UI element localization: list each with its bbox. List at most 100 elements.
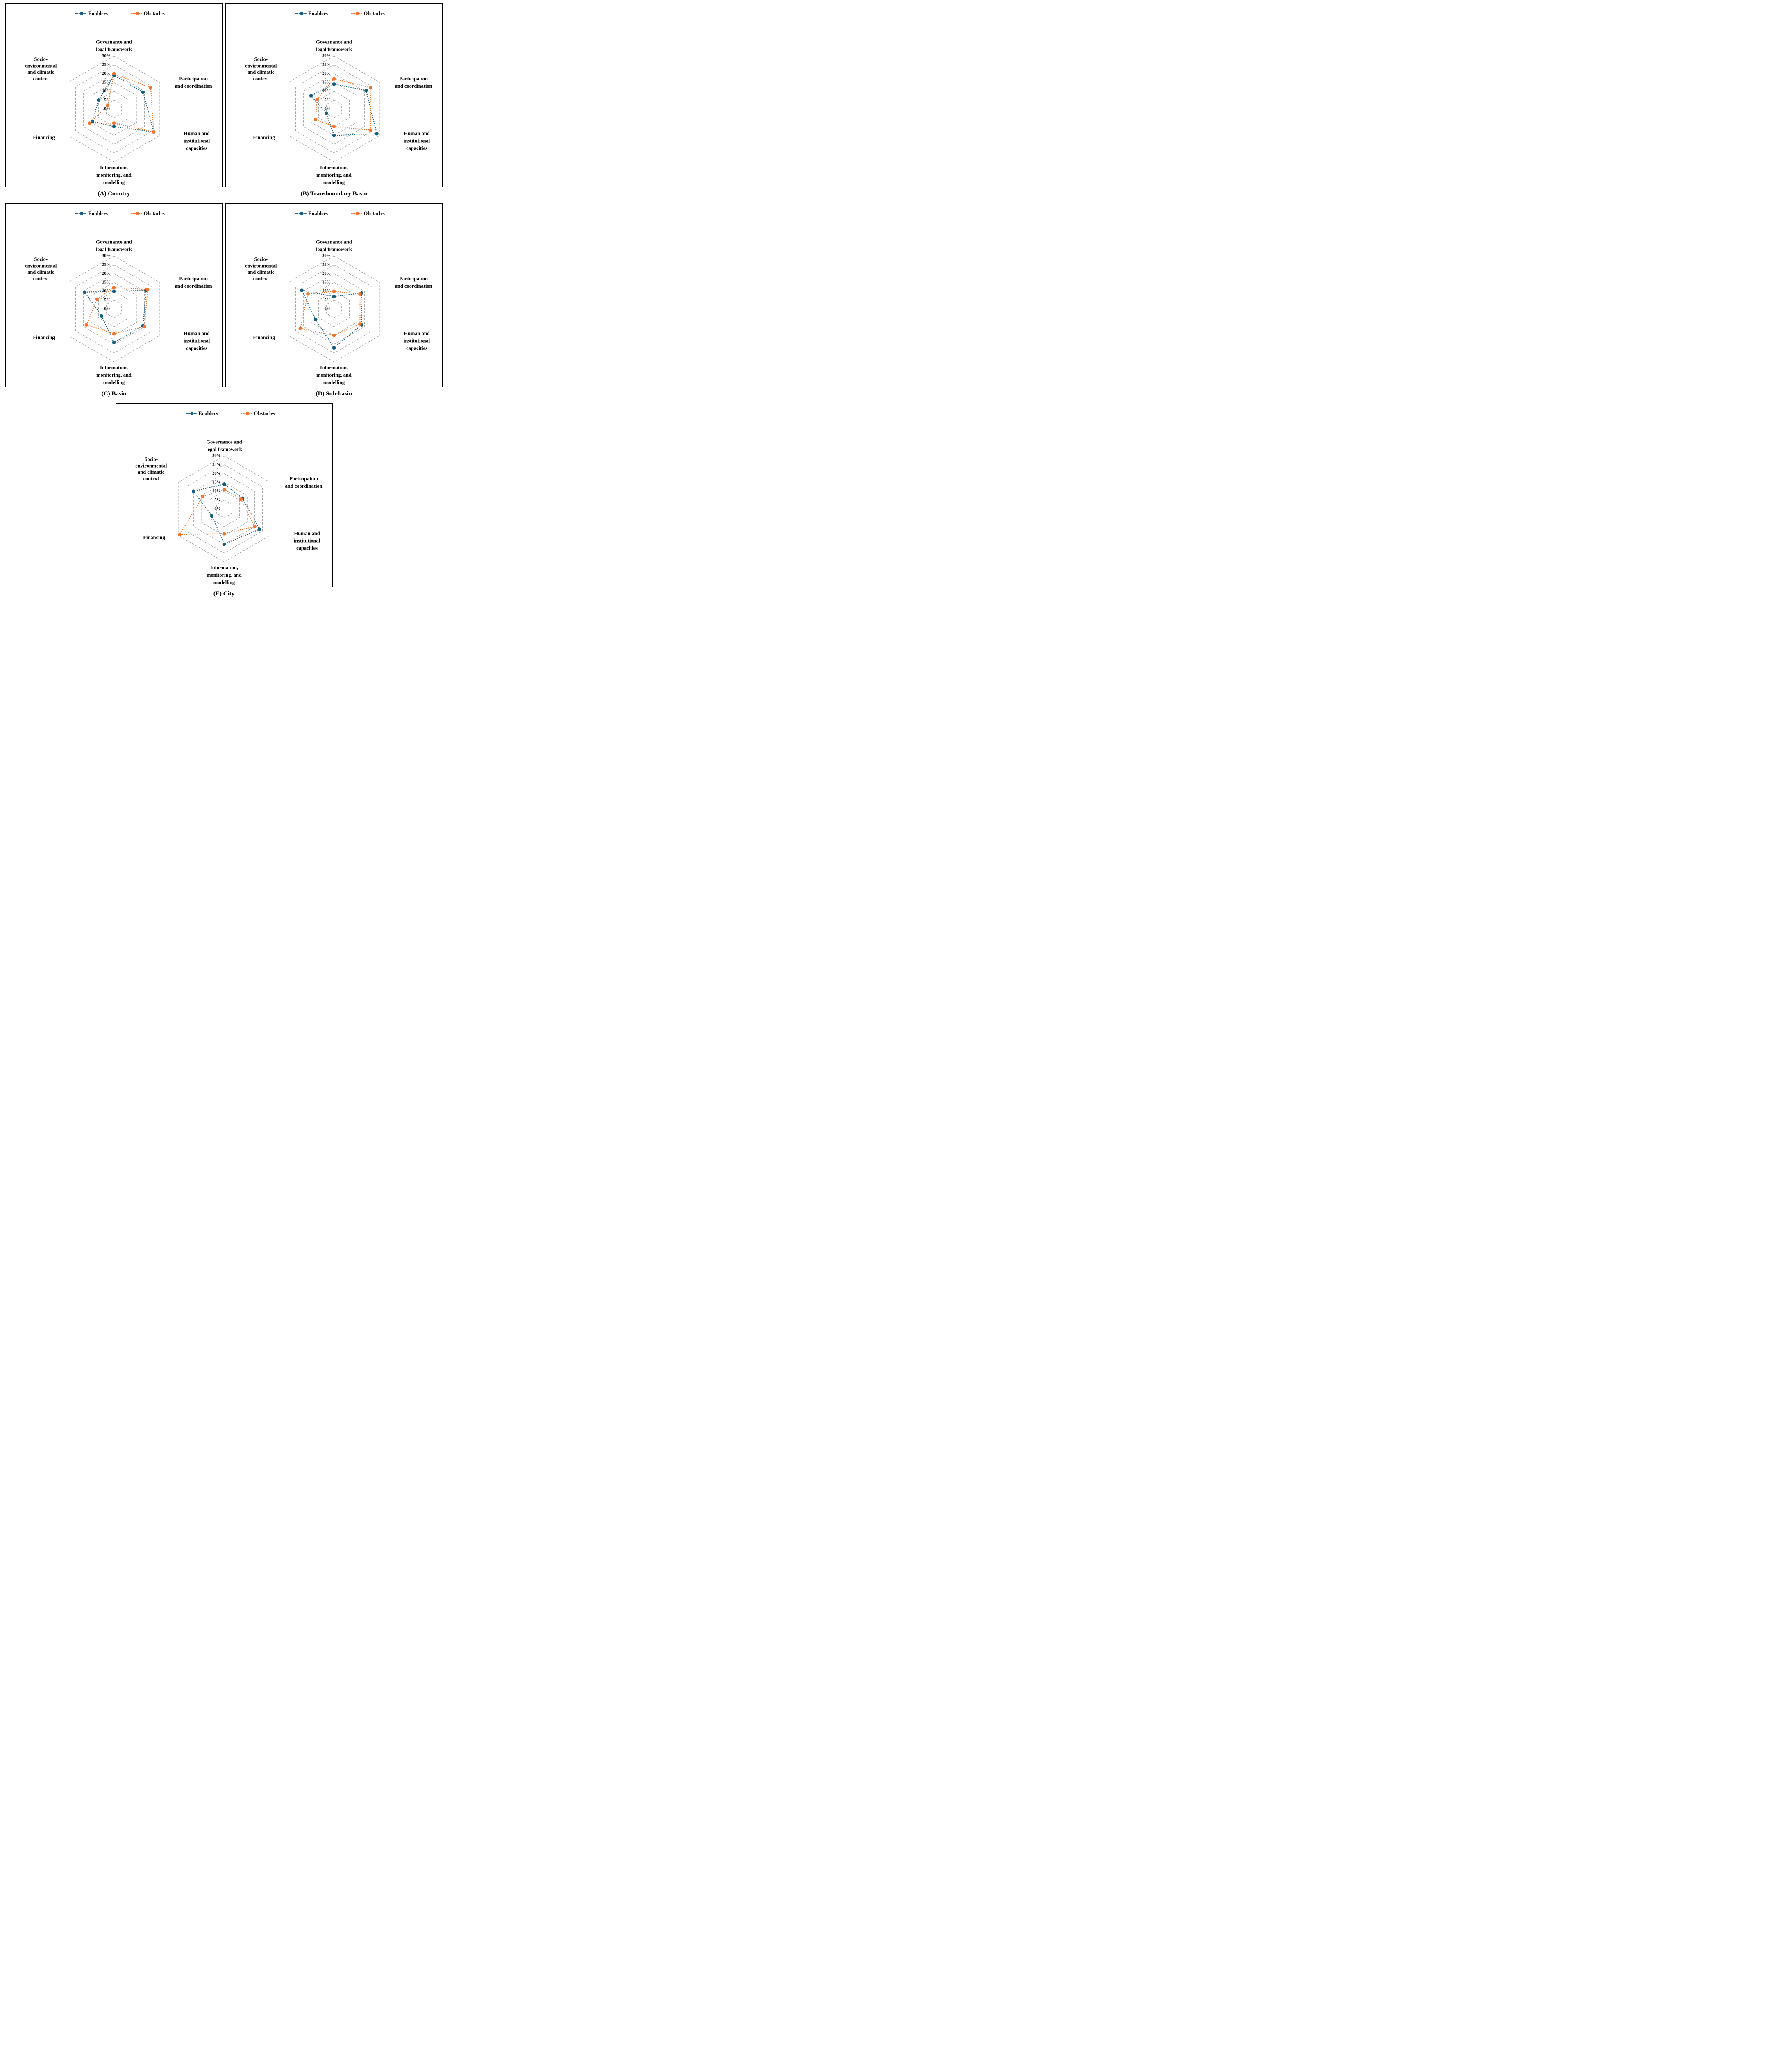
radar-ring (295, 64, 372, 154)
legend-label: Enablers (198, 411, 218, 416)
data-point-enablers (112, 341, 116, 345)
legend-marker-icon (190, 411, 194, 416)
axis-label: modelling (323, 179, 345, 185)
row-3-captions: (E) City (0, 588, 448, 600)
radar-ring (216, 500, 232, 518)
tick-label: 20% (322, 271, 331, 276)
legend-dot-icon (303, 13, 305, 14)
radar-ring (106, 300, 122, 318)
axis-label: Participation (179, 76, 208, 82)
tick-label: 15% (102, 280, 111, 285)
axis-label: Socio- (34, 56, 48, 62)
data-point-obstacles (306, 292, 310, 296)
data-point-obstacles (332, 125, 336, 129)
axis-label: modelling (323, 379, 345, 385)
axis-label: capacities (186, 345, 207, 351)
legend-dot-icon (195, 413, 197, 414)
axis-label: Participation (399, 276, 428, 282)
radar-ring (68, 255, 160, 362)
axis-label: Governance and (316, 239, 352, 245)
legend-dot-icon (132, 13, 134, 14)
axis-label: Human and (184, 131, 209, 136)
legend-item-obstacles: Obstacles (241, 411, 275, 416)
tick-label: 5% (324, 298, 331, 302)
data-point-obstacles (222, 488, 226, 491)
legend-item-enablers: Enablers (75, 211, 108, 216)
legend-dot-icon (185, 413, 187, 414)
axis-label: monitoring, and (96, 372, 132, 378)
legend-dot-icon (77, 213, 78, 214)
tick-label: 10% (102, 289, 111, 293)
axis-label: capacities (406, 345, 427, 351)
axis-label: environmental (245, 263, 277, 268)
tick-label: 20% (212, 471, 221, 476)
caption-country: (A) Country (98, 191, 130, 197)
radar-ring (185, 464, 263, 554)
data-point-obstacles (298, 327, 302, 330)
legend-dot-icon (241, 413, 242, 414)
axis-label: Information, (320, 165, 348, 170)
legend-dot-icon (134, 13, 136, 14)
axis-label: environmental (245, 63, 277, 68)
tick-label: 30% (102, 254, 111, 258)
axis-label: legal framework (96, 246, 132, 252)
legend-label: Enablers (308, 211, 328, 216)
tick-label: 10% (322, 289, 331, 293)
axis-label: legal framework (316, 246, 352, 252)
legend-item-obstacles: Obstacles (351, 11, 385, 16)
tick-label: 25% (322, 63, 331, 67)
legend-dot-icon (303, 213, 305, 214)
axis-label: Information, (100, 165, 128, 170)
legend-dot-icon (250, 413, 252, 414)
axis-label: and climatic (27, 69, 55, 75)
tick-label: 15% (102, 80, 111, 85)
legend-dot-icon (351, 13, 352, 14)
axis-label: Governance and (316, 39, 352, 45)
axis-label: legal framework (206, 446, 242, 452)
data-point-obstacles (369, 128, 372, 132)
legend-dot-icon (131, 13, 132, 14)
tick-label: 15% (212, 480, 221, 485)
data-point-enablers (112, 125, 116, 129)
data-point-enablers (97, 98, 100, 102)
data-point-obstacles (252, 525, 257, 529)
radar-ring (208, 491, 240, 527)
legend-dot-icon (298, 213, 300, 214)
axis-label: context (253, 276, 269, 282)
tick-label: 30% (102, 54, 111, 58)
radar-ring (318, 91, 350, 127)
legend-item-obstacles: Obstacles (131, 211, 165, 216)
data-point-obstacles (112, 121, 116, 125)
tick-label: 30% (212, 454, 221, 458)
tick-label: 20% (322, 71, 331, 76)
axis-label: monitoring, and (316, 372, 352, 378)
data-point-obstacles (222, 532, 226, 536)
data-point-obstacles (358, 292, 362, 296)
data-point-obstacles (177, 533, 182, 536)
legend-marker-icon (355, 11, 359, 16)
axis-label: and climatic (248, 269, 275, 275)
radar-ring (326, 300, 342, 318)
radar-ring (295, 264, 372, 354)
data-point-enablers (257, 527, 261, 531)
legend-dot-icon (139, 213, 141, 214)
legend-label: Enablers (88, 211, 108, 216)
data-point-obstacles (84, 323, 89, 327)
legend-marker-icon (245, 411, 249, 416)
legend-dot-icon (249, 413, 250, 414)
axis-label: and coordination (395, 83, 432, 89)
legend-dot-icon (141, 13, 142, 14)
data-point-enablers (222, 542, 226, 546)
data-point-enablers (332, 82, 336, 86)
axis-label: and climatic (248, 69, 275, 75)
axis-label: capacities (186, 145, 207, 151)
legend-dot-icon (131, 213, 132, 214)
data-point-enablers (83, 290, 87, 294)
axis-label: Socio- (254, 256, 268, 262)
axis-label: Participation (289, 476, 318, 482)
axis-label: environmental (135, 463, 167, 468)
